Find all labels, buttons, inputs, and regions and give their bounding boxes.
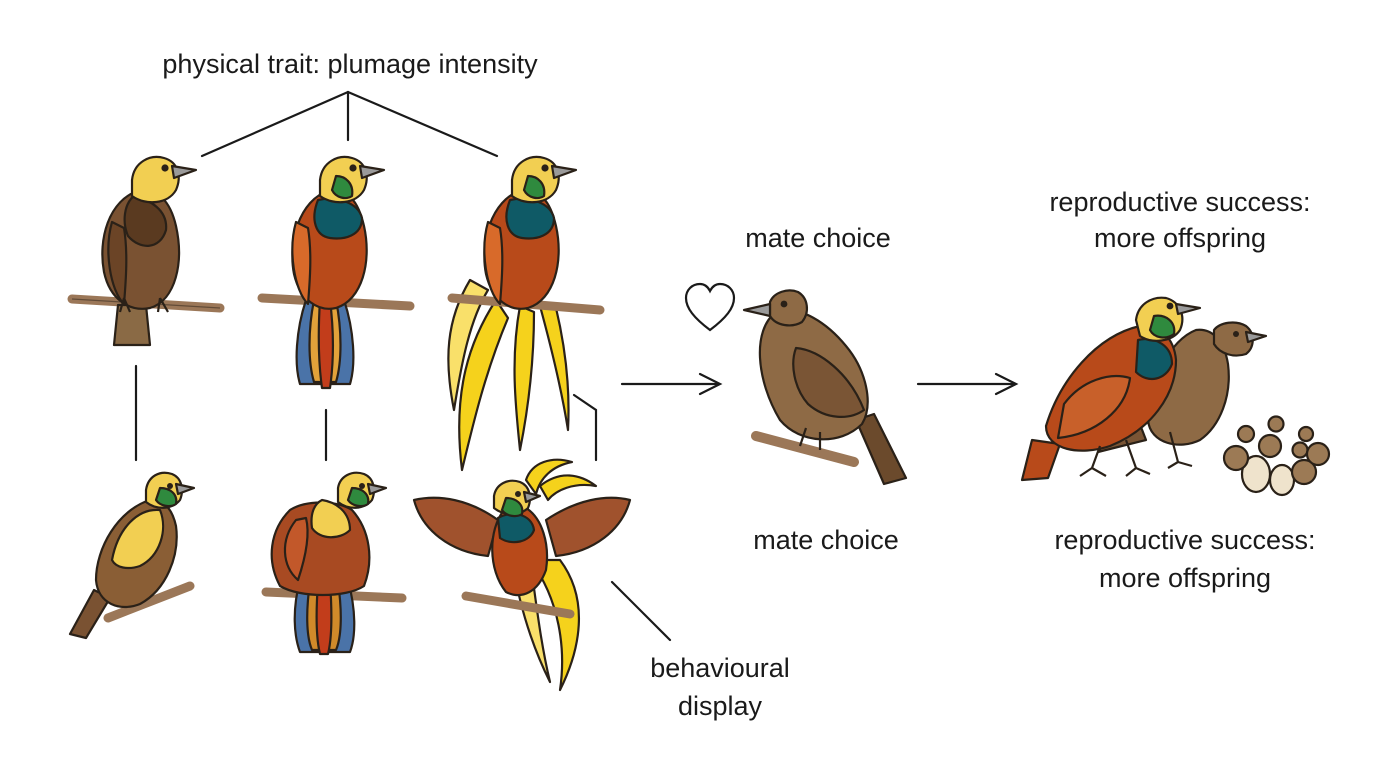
success-label-bottom-line2: more offspring [1098, 563, 1272, 593]
mate-choice-label-bottom: mate choice [753, 525, 899, 555]
rust-back-bird [261, 471, 407, 656]
female-bird [742, 289, 908, 486]
displaying-bird [412, 458, 632, 692]
mate-choice-label-top: mate choice [745, 223, 891, 253]
breeding-pair [1020, 296, 1268, 482]
trait-title: physical trait: plumage intensity [162, 49, 538, 79]
heart-icon [684, 282, 736, 332]
display-label-line1: behavioural [650, 653, 790, 683]
display-label-line2: display [677, 691, 763, 721]
success-label-bottom-line1: reproductive success: [1054, 525, 1316, 555]
trait-connector-lines [134, 90, 672, 642]
arrow-right-icon [620, 372, 723, 396]
colorful-bird [257, 155, 415, 390]
plumed-bird [447, 155, 605, 472]
arrow-right-icon [916, 372, 1019, 396]
offspring-chicks [1222, 415, 1331, 497]
success-label-top-line1: reproductive success: [1049, 187, 1311, 217]
yellow-headed-bird [68, 471, 196, 640]
success-label-top-line2: more offspring [1093, 223, 1267, 253]
dull-brown-bird [67, 155, 225, 347]
